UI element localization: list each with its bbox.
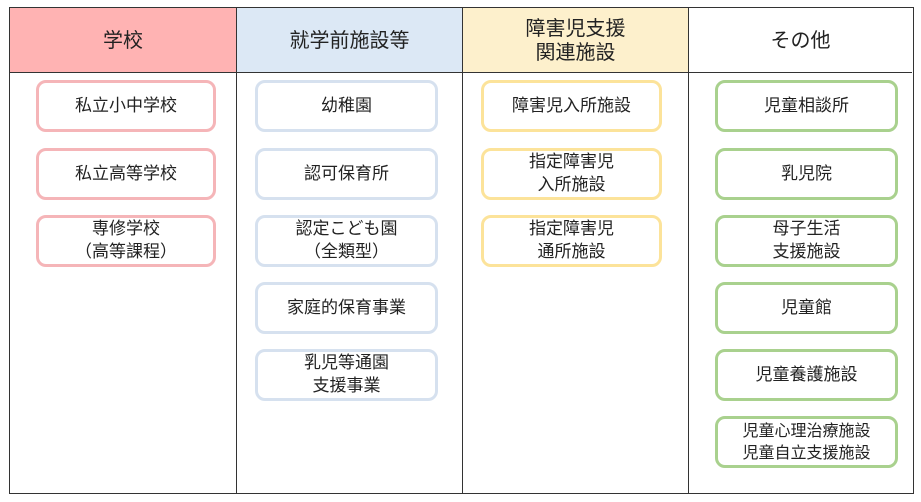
column-header-label: 関連施設 bbox=[535, 40, 616, 64]
column-header-label: 障害児支援 bbox=[525, 16, 626, 40]
item-childrens-hall[interactable]: 児童館 bbox=[715, 282, 898, 334]
item-label: 母子生活 bbox=[772, 219, 841, 239]
item-label: 通所施設 bbox=[537, 242, 606, 262]
item-psychological-and-self-reliance[interactable]: 児童心理治療施設 児童自立支援施設 bbox=[715, 416, 898, 468]
column-header-other: その他 bbox=[689, 8, 912, 73]
item-infant-home[interactable]: 乳児院 bbox=[715, 148, 898, 200]
item-label: 支援事業 bbox=[312, 376, 381, 396]
item-label: 専修学校 bbox=[92, 219, 160, 239]
column-header-disability-support: 障害児支援 関連施設 bbox=[463, 8, 688, 73]
column-header-label: その他 bbox=[770, 28, 831, 52]
item-disabled-child-residential[interactable]: 障害児入所施設 bbox=[481, 80, 662, 132]
item-child-guidance-center[interactable]: 児童相談所 bbox=[715, 80, 898, 132]
item-label: 私立小中学校 bbox=[75, 95, 177, 116]
item-label: 指定障害児 bbox=[529, 219, 614, 239]
column-header-label: 就学前施設等 bbox=[289, 28, 410, 52]
column-header-school: 学校 bbox=[10, 8, 236, 73]
facility-classification-table: 学校 私立小中学校 私立高等学校 専修学校 （高等課程） 就学前施設等 幼稚園 … bbox=[9, 7, 914, 494]
column-disability-support: 障害児支援 関連施設 障害児入所施設 指定障害児 入所施設 指定障害児 通所施設 bbox=[462, 8, 688, 493]
item-designated-day-service[interactable]: 指定障害児 通所施設 bbox=[481, 215, 662, 267]
item-kindergarten[interactable]: 幼稚園 bbox=[255, 80, 438, 132]
item-label: （高等課程） bbox=[75, 242, 177, 262]
item-label: 家庭的保育事業 bbox=[287, 297, 406, 318]
item-label: 支援施設 bbox=[772, 242, 841, 262]
item-vocational-school[interactable]: 専修学校 （高等課程） bbox=[36, 215, 216, 267]
item-infant-attendance-support[interactable]: 乳児等通園 支援事業 bbox=[255, 349, 438, 401]
column-header-label: 学校 bbox=[103, 28, 143, 52]
item-label: 児童養護施設 bbox=[755, 364, 858, 385]
column-other: その他 児童相談所 乳児院 母子生活 支援施設 児童館 児童養護施設 児童心理治… bbox=[688, 8, 912, 493]
item-label: 私立高等学校 bbox=[75, 163, 177, 184]
item-label: 児童心理治療施設 bbox=[742, 421, 871, 440]
column-preschool: 就学前施設等 幼稚園 認可保育所 認定こども園 （全類型） 家庭的保育事業 乳児… bbox=[236, 8, 462, 493]
column-school: 学校 私立小中学校 私立高等学校 専修学校 （高等課程） bbox=[10, 8, 236, 493]
item-label: 障害児入所施設 bbox=[512, 95, 631, 116]
item-certified-center[interactable]: 認定こども園 （全類型） bbox=[255, 215, 438, 267]
item-label: 児童館 bbox=[781, 297, 832, 318]
item-home-based-childcare[interactable]: 家庭的保育事業 bbox=[255, 282, 438, 334]
item-label: 乳児等通園 bbox=[304, 353, 389, 373]
item-label: 認定こども園 bbox=[295, 219, 398, 239]
column-header-preschool: 就学前施設等 bbox=[237, 8, 462, 73]
item-childrens-home[interactable]: 児童養護施設 bbox=[715, 349, 898, 401]
item-label: 児童自立支援施設 bbox=[742, 443, 871, 462]
item-label: 乳児院 bbox=[781, 163, 832, 184]
item-licensed-nursery[interactable]: 認可保育所 bbox=[255, 148, 438, 200]
item-label: （全類型） bbox=[304, 242, 389, 262]
item-label: 認可保育所 bbox=[304, 163, 389, 184]
item-label: 指定障害児 bbox=[529, 152, 614, 172]
item-designated-residential[interactable]: 指定障害児 入所施設 bbox=[481, 148, 662, 200]
item-label: 幼稚園 bbox=[321, 95, 372, 116]
item-private-high-school[interactable]: 私立高等学校 bbox=[36, 148, 216, 200]
item-private-elementary-junior-high[interactable]: 私立小中学校 bbox=[36, 80, 216, 132]
item-label: 児童相談所 bbox=[764, 95, 849, 116]
item-maternal-child-support[interactable]: 母子生活 支援施設 bbox=[715, 215, 898, 267]
item-label: 入所施設 bbox=[537, 175, 606, 195]
